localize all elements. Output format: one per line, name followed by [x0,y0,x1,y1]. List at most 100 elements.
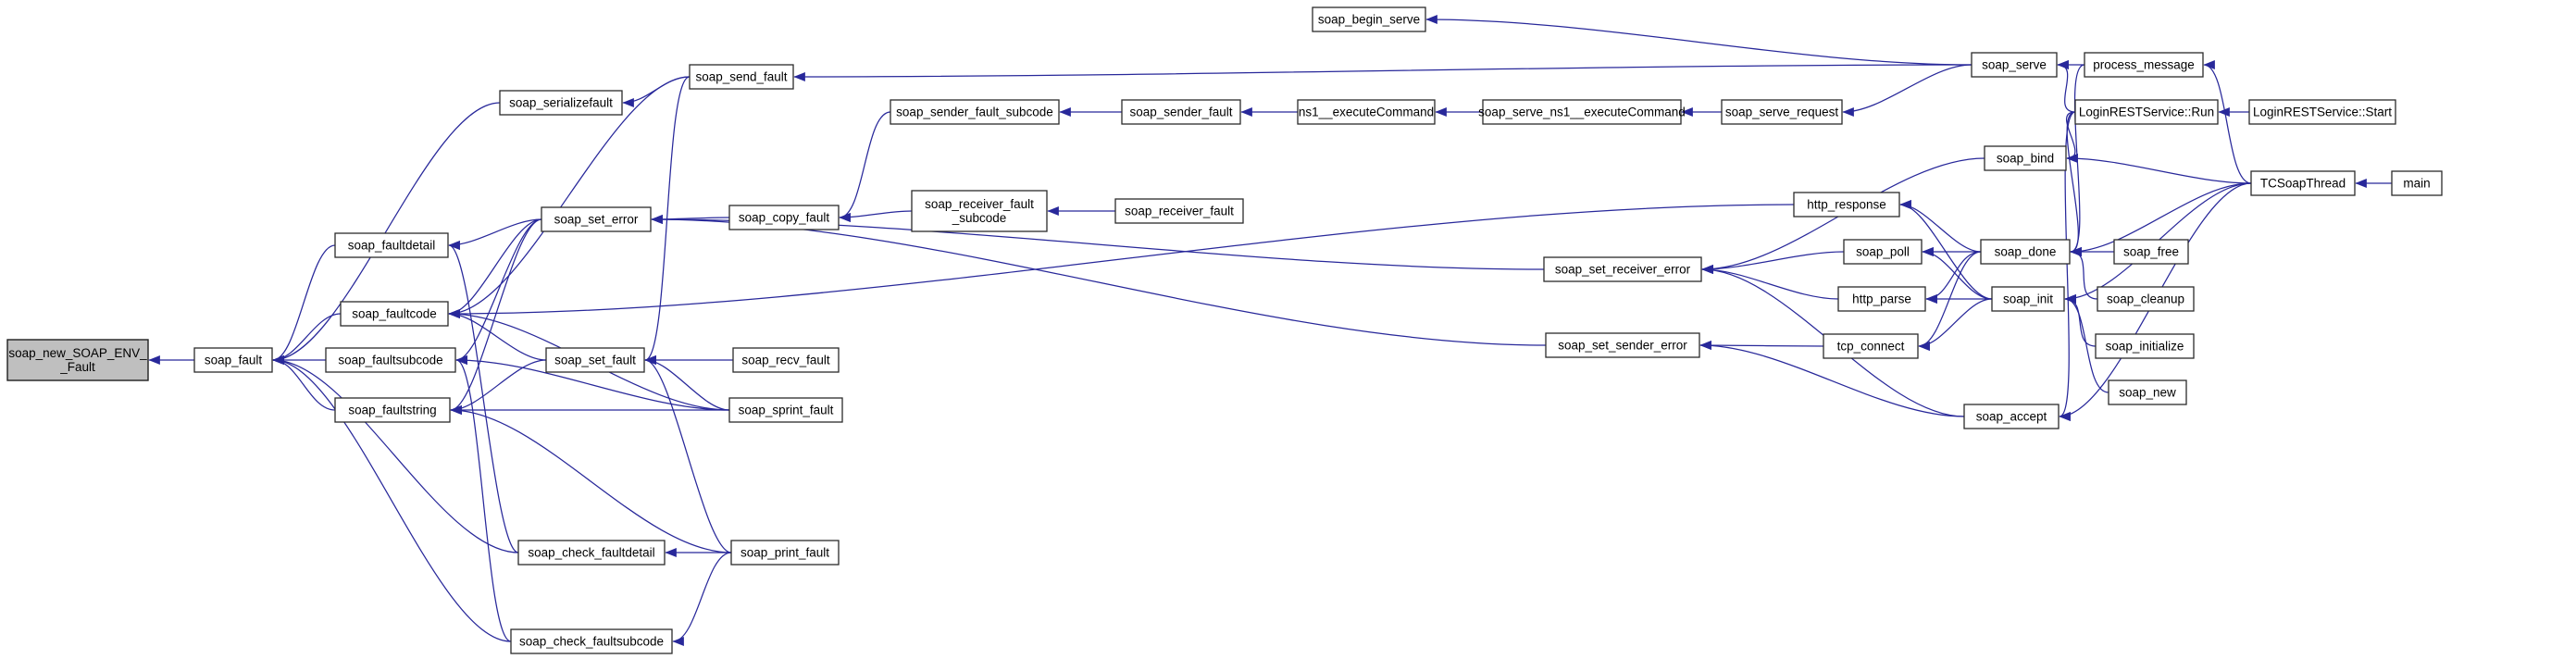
node-soap-set-receiver-error[interactable]: soap_set_receiver_error [1543,256,1702,282]
node-soap-poll[interactable]: soap_poll [1843,239,1923,265]
node-box[interactable] [1823,333,1919,359]
node-soap-receiver-fault-subcode[interactable]: soap_receiver_fault_subcode [911,190,1048,232]
node-box[interactable] [1545,332,1700,358]
node-box[interactable] [334,232,449,258]
node-box[interactable] [689,64,794,90]
node-box[interactable] [1312,6,1426,32]
edge-tcsoapthread-to-soap-bind [2066,154,2252,184]
node-box[interactable] [1721,99,1843,125]
node-soap-send-fault[interactable]: soap_send_fault [689,64,794,90]
node-http-parse[interactable]: http_parse [1837,286,1926,312]
node-soap-faultstring[interactable]: soap_faultstring [334,397,451,423]
node-soap-free[interactable]: soap_free [2113,239,2189,265]
edge-soap-init-to-soap-poll [1922,247,1993,300]
node-box[interactable] [1543,256,1702,282]
edge-http-response-to-soap-faultcode [448,204,1795,318]
node-box[interactable] [728,205,840,230]
node-soap-copy-fault[interactable]: soap_copy_fault [728,205,840,230]
node-box[interactable] [2250,170,2356,196]
node-soap-sender-fault-subcode[interactable]: soap_sender_fault_subcode [890,99,1060,125]
edge-soap-serve-to-soap-begin-serve [1425,15,1972,66]
node-soap-sprint-fault[interactable]: soap_sprint_fault [728,397,843,423]
node-tcp-connect[interactable]: tcp_connect [1823,333,1919,359]
node-soap-accept[interactable]: soap_accept [1963,404,2060,429]
node-soap-done[interactable]: soap_done [1980,239,2071,265]
node-label: soap_set_receiver_error [1555,263,1691,277]
node-soap-new[interactable]: soap_new [2108,379,2187,405]
edge-soap-initialize-to-soap-init [2064,294,2097,347]
node-soap-check-faultsubcode[interactable]: soap_check_faultsubcode [510,628,673,654]
node-http-response[interactable]: http_response [1793,192,1900,218]
node-box[interactable] [510,628,673,654]
node-main[interactable]: main [2391,170,2443,196]
node-box[interactable] [728,397,843,423]
node-soap-serve-request[interactable]: soap_serve_request [1721,99,1843,125]
node-soap-set-sender-error[interactable]: soap_set_sender_error [1545,332,1700,358]
node-label: soap_faultsubcode [338,354,442,367]
node-soap-faultcode[interactable]: soap_faultcode [340,301,449,327]
node-soap-set-fault[interactable]: soap_set_fault [545,347,645,373]
node-box[interactable] [1793,192,1900,218]
node-soap-print-fault[interactable]: soap_print_fault [730,540,840,566]
node-soap-faultsubcode[interactable]: soap_faultsubcode [325,347,456,373]
node-label: soap_fault [205,354,263,367]
node-box[interactable] [730,540,840,566]
node-process-message[interactable]: process_message [2084,52,2204,78]
node-box[interactable] [1837,286,1926,312]
node-label: soap_serializefault [509,96,613,110]
node-box[interactable] [890,99,1060,125]
node-soap-check-faultdetail[interactable]: soap_check_faultdetail [517,540,666,566]
node-soap-serve-ns1-executecommand[interactable]: soap_serve_ns1__executeCommand [1478,99,1686,125]
node-box[interactable] [1991,286,2065,312]
node-box[interactable] [1963,404,2060,429]
node-box[interactable] [1843,239,1923,265]
node-box[interactable] [2097,286,2195,312]
node-box[interactable] [2113,239,2189,265]
node-box[interactable] [1971,52,2058,78]
node-soap-initialize[interactable]: soap_initialize [2095,333,2195,359]
node-box[interactable] [1980,239,2071,265]
node-soap-sender-fault[interactable]: soap_sender_fault [1121,99,1241,125]
node-box[interactable] [1297,99,1436,125]
node-soap-serializefault[interactable]: soap_serializefault [499,90,623,116]
edge-soap-serve-to-soap-send-fault [793,64,1972,81]
node-box[interactable] [340,301,449,327]
node-box[interactable] [1114,198,1244,224]
node-box[interactable] [325,347,456,373]
node-box[interactable] [2108,379,2187,405]
edge-soap-sprint-fault-to-soap-faultsubcode [455,355,730,411]
node-label: soap_init [2003,292,2053,306]
node-box[interactable] [2074,99,2219,125]
node-box[interactable] [2391,170,2443,196]
node-soap-set-error[interactable]: soap_set_error [541,206,652,232]
node-soap-begin-serve[interactable]: soap_begin_serve [1312,6,1426,32]
node-box[interactable] [499,90,623,116]
node-ns1-executecommand[interactable]: ns1__executeCommand [1297,99,1436,125]
node-soap-serve[interactable]: soap_serve [1971,52,2058,78]
node-label: soap_set_fault [554,354,636,367]
node-tcsoapthread[interactable]: TCSoapThread [2250,170,2356,196]
node-soap-faultdetail[interactable]: soap_faultdetail [334,232,449,258]
node-loginrestservice-run[interactable]: LoginRESTService::Run [2074,99,2219,125]
node-box[interactable] [2084,52,2204,78]
node-soap-fault[interactable]: soap_fault [193,347,273,373]
node-box[interactable] [193,347,273,373]
node-box[interactable] [2248,99,2396,125]
node-box[interactable] [911,190,1048,232]
node-box[interactable] [1121,99,1241,125]
node-box[interactable] [1984,145,2067,171]
node-soap-recv-fault[interactable]: soap_recv_fault [732,347,840,373]
node-box[interactable] [545,347,645,373]
node-soap-cleanup[interactable]: soap_cleanup [2097,286,2195,312]
node-loginrestservice-start[interactable]: LoginRESTService::Start [2248,99,2396,125]
node-soap-init[interactable]: soap_init [1991,286,2065,312]
node-box[interactable] [1482,99,1682,125]
node-box[interactable] [541,206,652,232]
node-label: soap_free [2123,245,2179,259]
node-soap-receiver-fault[interactable]: soap_receiver_fault [1114,198,1244,224]
node-box[interactable] [732,347,840,373]
node-box[interactable] [2095,333,2195,359]
node-box[interactable] [334,397,451,423]
node-box[interactable] [517,540,666,566]
node-soap-bind[interactable]: soap_bind [1984,145,2067,171]
